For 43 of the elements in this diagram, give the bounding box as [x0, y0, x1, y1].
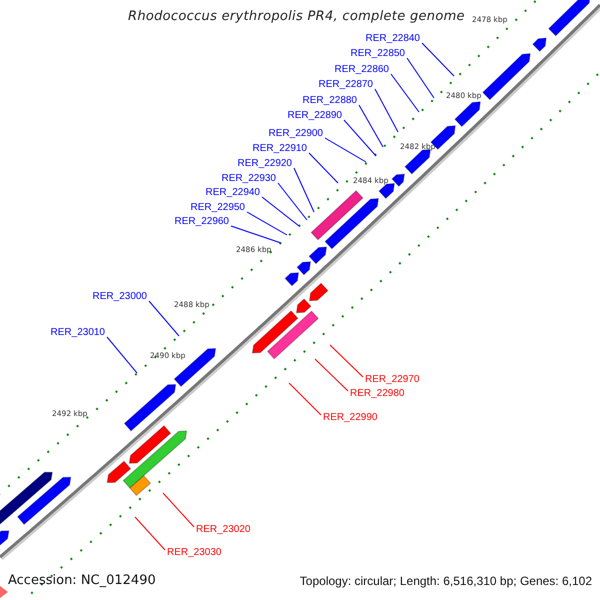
leader-line: [406, 58, 434, 98]
gene-label: RER_22950: [190, 202, 245, 214]
title: Rhodococcus erythropolis PR4, complete genome: [128, 9, 465, 25]
leader-line: [390, 74, 420, 112]
leader-line: [148, 300, 180, 336]
gene-label: RER_23020: [196, 524, 250, 536]
leader-line: [162, 492, 194, 528]
leader-line: [330, 344, 364, 378]
gene-label: RER_22940: [206, 187, 260, 199]
gene-label: RER_22850: [350, 48, 405, 60]
leader-line: [294, 168, 314, 212]
gene-label: RER_22890: [288, 110, 342, 122]
gene-label: RER_23030: [167, 547, 222, 559]
gene-label: RER_22880: [302, 95, 357, 107]
leader-line: [134, 516, 166, 550]
gene-label: RER_22990: [323, 412, 378, 424]
accession-text: Accession: NC_012490: [8, 573, 156, 589]
leader-line: [374, 88, 398, 132]
gene-label: RER_22920: [238, 158, 292, 170]
gene-label: RER_22970: [365, 374, 420, 386]
leader-line: [246, 212, 288, 236]
leader-line: [308, 152, 338, 184]
gene-label: RER_22980: [350, 388, 404, 400]
gene-label: RER_22910: [252, 143, 307, 155]
gene-label: RER_22840: [366, 33, 420, 45]
leader-line: [358, 104, 384, 148]
leader-line: [262, 196, 300, 226]
leader-line: [422, 42, 454, 76]
gene-label: RER_22960: [174, 216, 229, 228]
leader-line: [278, 182, 308, 220]
genome-info-text: Topology: circular; Length: 6,516,310 bp; Genes: 6,102: [300, 573, 592, 589]
gene-label: RER_22930: [222, 173, 276, 185]
gene-label: RER_22870: [318, 79, 373, 91]
gene-label: RER_22860: [334, 64, 389, 76]
leader-line: [344, 120, 376, 156]
gene-label: RER_23000: [92, 291, 147, 303]
gene-label: RER_23010: [50, 327, 105, 339]
leader-line: [106, 336, 138, 374]
leader-line: [230, 226, 282, 244]
leader-line: [324, 138, 366, 162]
leader-line: [288, 382, 322, 416]
gene-label: RER_22900: [268, 128, 323, 140]
leader-line: [314, 358, 348, 392]
